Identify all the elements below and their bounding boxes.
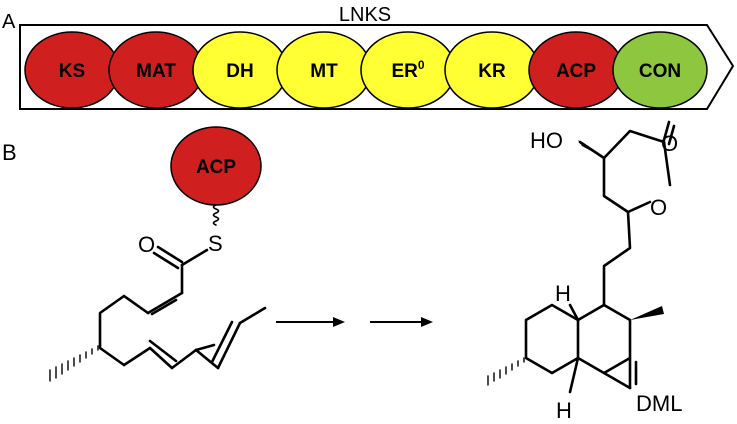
- h-bottom-atom: H: [556, 398, 572, 423]
- lnks-title: LNKS: [339, 4, 391, 26]
- domain-label-dh: DH: [226, 61, 253, 82]
- panel-b-label: B: [2, 140, 17, 165]
- product-label: DML: [636, 391, 682, 416]
- acp-ball-label: ACP: [196, 157, 236, 178]
- domain-label-ks: KS: [59, 61, 85, 82]
- product-structure: [487, 120, 676, 394]
- hydroxyl-group: HO: [530, 128, 563, 153]
- domain-con: [612, 31, 708, 109]
- domain-label-mt: MT: [310, 61, 338, 82]
- panel-a-label: A: [2, 11, 16, 33]
- domain-label-acp: ACP: [556, 61, 596, 82]
- domain-label-kr: KR: [478, 61, 506, 82]
- oxo-atom: O: [138, 232, 155, 257]
- wavy-attachment: [212, 204, 220, 226]
- ring-oxygen-atom: O: [650, 195, 667, 220]
- reaction-arrows: [276, 317, 433, 327]
- domain-label-mat: MAT: [136, 61, 176, 82]
- substrate-structure: [49, 245, 267, 382]
- domain-label-con: CON: [639, 61, 681, 82]
- sulfur-atom: S: [208, 231, 223, 256]
- h-top-atom: H: [555, 281, 571, 306]
